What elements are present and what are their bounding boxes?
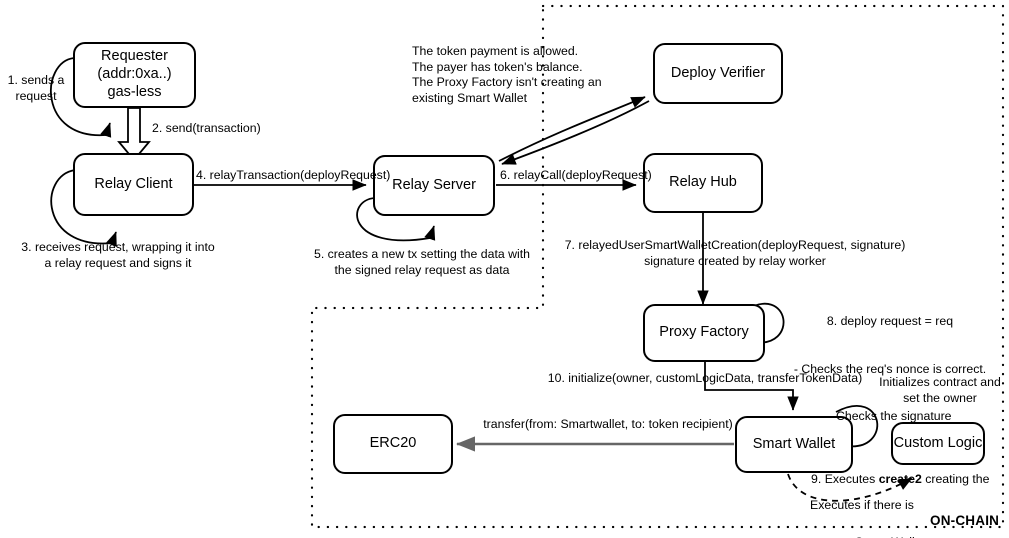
label-step-5: 5. creates a new tx setting the data wit… bbox=[313, 247, 530, 277]
wire-relayclient-self bbox=[50, 169, 117, 247]
label-step-6: 6. relayCall(deployRequest) bbox=[500, 168, 652, 182]
wire-verifier-request bbox=[498, 96, 646, 162]
node-relay-hub-label: Relay Hub bbox=[669, 174, 737, 191]
node-custom-logic[interactable]: Custom Logic bbox=[891, 422, 985, 465]
node-requester-label: Requester (addr:0xa..) gas-less bbox=[97, 48, 172, 100]
node-relay-client-label: Relay Client bbox=[94, 175, 173, 192]
node-relay-client[interactable]: Relay Client bbox=[73, 153, 194, 216]
wire-verifier-response bbox=[501, 100, 650, 165]
label-step-10: 10. initialize(owner, customLogicData, t… bbox=[547, 371, 863, 385]
label-step-9-create2: create2 bbox=[878, 471, 922, 486]
label-executes-if-there-is: Executes if there is bbox=[810, 498, 914, 512]
node-deploy-verifier-label: Deploy Verifier bbox=[670, 64, 766, 81]
label-step-4: 4. relayTransaction(deployRequest) bbox=[196, 168, 391, 182]
node-erc20-label: ERC20 bbox=[369, 435, 417, 452]
label-step-9-post: creating the bbox=[921, 471, 990, 486]
wire-send-transaction bbox=[117, 107, 151, 162]
label-transfer: transfer(from: Smartwallet, to: token re… bbox=[483, 417, 733, 431]
label-step-8-line2: - Checks the req's nonce is correct. bbox=[793, 361, 987, 376]
wire-initialize bbox=[704, 348, 799, 411]
wire-requester-self bbox=[50, 57, 112, 138]
node-smart-wallet-label: Smart Wallet bbox=[752, 435, 836, 452]
node-deploy-verifier[interactable]: Deploy Verifier bbox=[653, 43, 783, 104]
label-step-8-line3: - Checks the signature bbox=[828, 408, 952, 423]
label-deploy-verifier-note: The token payment is allowed. The payer … bbox=[412, 44, 602, 106]
label-step-3: 3. receives request, wrapping it into a … bbox=[21, 240, 215, 270]
wire-smartwallet-self bbox=[835, 405, 879, 454]
node-proxy-factory-label: Proxy Factory bbox=[659, 324, 749, 341]
node-relay-server[interactable]: Relay Server bbox=[373, 155, 495, 216]
label-step-7: 7. relayedUserSmartWalletCreation(deploy… bbox=[564, 238, 906, 268]
node-proxy-factory[interactable]: Proxy Factory bbox=[643, 304, 765, 362]
label-step-2: 2. send(transaction) bbox=[152, 121, 261, 135]
node-relay-server-label: Relay Server bbox=[392, 176, 476, 193]
label-step-1: 1. sends a request bbox=[7, 73, 65, 103]
wire-relayserver-self bbox=[356, 197, 436, 242]
label-step-8-line1: 8. deploy request = req bbox=[826, 314, 954, 329]
label-step-9-line: 9. Executes create2 creating the bbox=[782, 456, 998, 503]
node-requester[interactable]: Requester (addr:0xa..) gas-less bbox=[73, 42, 196, 108]
node-relay-hub[interactable]: Relay Hub bbox=[643, 153, 763, 213]
label-on-chain: ON-CHAIN bbox=[930, 513, 1000, 528]
label-initializes-note: Initializes contract and set the owner bbox=[879, 375, 1001, 405]
label-step-9-pre: 9. Executes bbox=[811, 471, 879, 486]
node-custom-logic-label: Custom Logic bbox=[893, 434, 983, 451]
node-erc20[interactable]: ERC20 bbox=[333, 414, 453, 474]
label-step-8-9: 8. deploy request = req - Checks the req… bbox=[782, 283, 998, 538]
on-chain-boundary bbox=[310, 4, 1005, 529]
wire-executes-if-there-is bbox=[787, 473, 913, 502]
label-step-9-line5: Smart Wallet bbox=[782, 535, 998, 538]
